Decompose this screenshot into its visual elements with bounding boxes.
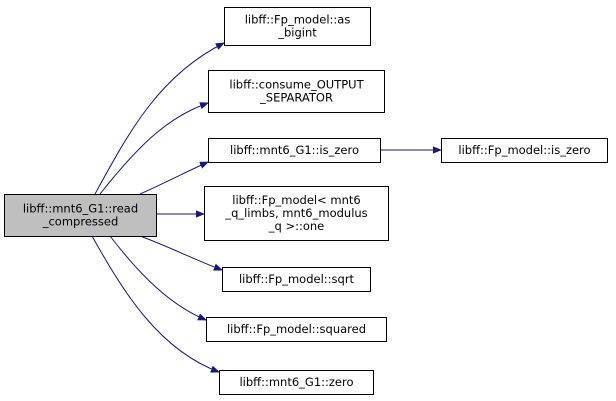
node-label-line: _SEPARATOR	[259, 91, 333, 105]
node-fp-one[interactable]: libff::Fp_model< mnt6_q_limbs, mnt6_modu…	[204, 186, 389, 241]
node-label-line: libff::consume_OUTPUT	[229, 78, 364, 92]
node-g1-is-zero[interactable]: libff::mnt6_G1::is_zero	[208, 138, 381, 163]
edge-root-to-sqrt	[139, 235, 222, 270]
edge-root-to-g1_zero	[91, 235, 219, 372]
node-box	[224, 7, 371, 46]
node-label-line: libff::mnt6_G1::read	[23, 202, 138, 216]
node-label-line: libff::Fp_model::is_zero	[458, 143, 590, 157]
node-box	[208, 70, 385, 113]
node-label-line: _compressed	[42, 215, 119, 229]
edges-layer	[91, 43, 441, 372]
edge-root-to-g1_is_zero	[139, 161, 208, 195]
node-label-line: _q >::one	[268, 219, 325, 233]
nodes-layer: libff::mnt6_G1::read_compressedlibff::Fp…	[4, 7, 608, 395]
node-label-line: libff::mnt6_G1::is_zero	[230, 143, 359, 157]
node-consume-sep[interactable]: libff::consume_OUTPUT_SEPARATOR	[208, 70, 385, 113]
node-label-line: _q_limbs, mnt6_modulus	[224, 206, 367, 220]
node-label-line: libff::Fp_model::as	[245, 13, 351, 27]
edge-root-to-as_bigint	[94, 43, 224, 195]
edge-root-to-consume_sep	[99, 103, 208, 195]
node-fp-is-zero[interactable]: libff::Fp_model::is_zero	[441, 138, 608, 163]
node-g1-zero[interactable]: libff::mnt6_G1::zero	[219, 370, 374, 395]
node-label-line: libff::Fp_model< mnt6	[232, 193, 360, 207]
node-sqrt[interactable]: libff::Fp_model::sqrt	[222, 267, 371, 292]
node-label-line: libff::mnt6_G1::zero	[239, 375, 353, 389]
node-box	[222, 267, 371, 292]
edge-root-to-squared	[109, 235, 206, 321]
node-label-line: libff::Fp_model::sqrt	[239, 272, 355, 286]
node-label-line: _bigint	[277, 26, 317, 40]
node-root[interactable]: libff::mnt6_G1::read_compressed	[4, 194, 157, 237]
node-box	[219, 370, 374, 395]
node-box	[204, 186, 389, 241]
node-box	[208, 138, 381, 163]
node-as-bigint[interactable]: libff::Fp_model::as_bigint	[224, 7, 371, 46]
node-squared[interactable]: libff::Fp_model::squared	[206, 317, 387, 342]
node-box	[441, 138, 608, 163]
node-label-line: libff::Fp_model::squared	[227, 322, 366, 336]
node-box	[4, 194, 157, 237]
node-box	[206, 317, 387, 342]
